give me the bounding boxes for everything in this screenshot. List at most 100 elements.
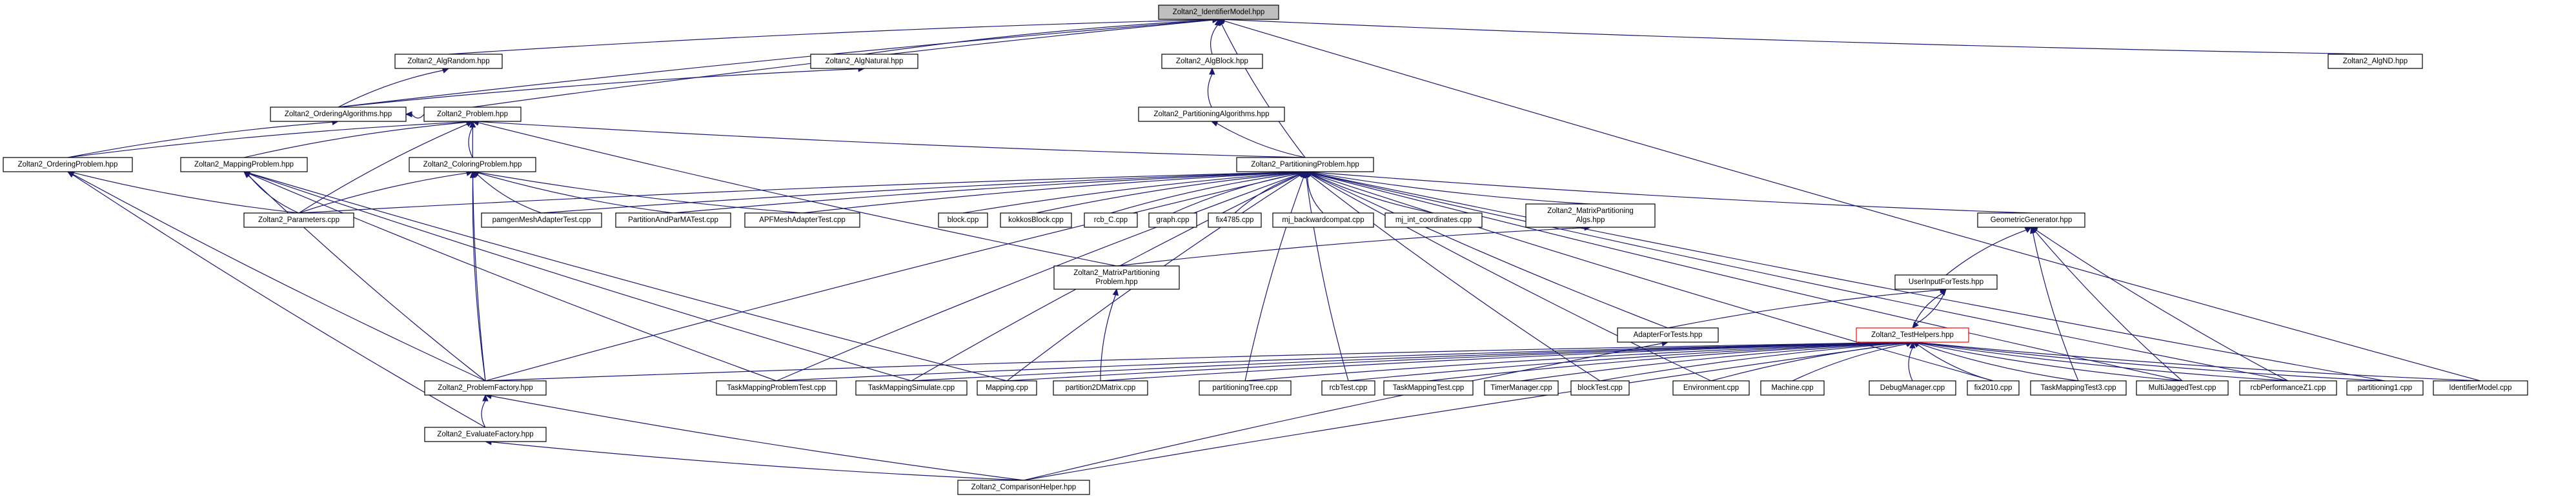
node-testhelpers[interactable]: Zoltan2_TestHelpers.hpp [1856, 327, 1969, 343]
node-taskmapsimulate[interactable]: TaskMappingSimulate.cpp [855, 380, 968, 396]
node-orderingalg[interactable]: Zoltan2_OrderingAlgorithms.hpp [270, 107, 407, 122]
node-partitioningtree[interactable]: partitioningTree.cpp [1199, 380, 1292, 396]
node-fix4785[interactable]: fix4785.cpp [1208, 212, 1262, 228]
node-debugmanager[interactable]: DebugManager.cpp [1869, 380, 1956, 396]
node-userinput[interactable]: UserInputForTests.hpp [1894, 274, 1998, 290]
node-box-blocktest[interactable] [1570, 380, 1630, 396]
node-algblock[interactable]: Zoltan2_AlgBlock.hpp [1161, 54, 1263, 69]
node-box-comparisonhelper[interactable] [957, 480, 1090, 495]
node-taskmaptest3[interactable]: TaskMappingTest3.cpp [2030, 380, 2127, 396]
node-algrandom[interactable]: Zoltan2_AlgRandom.hpp [394, 54, 503, 69]
node-box-taskmapsimulate[interactable] [855, 380, 968, 396]
node-box-evaluatefactory[interactable] [424, 427, 547, 442]
node-kokkosblock[interactable]: kokkosBlock.cpp [1000, 212, 1072, 228]
node-box-environment[interactable] [1672, 380, 1750, 396]
node-box-identifier[interactable] [1158, 5, 1279, 20]
node-box-mappingcpp[interactable] [977, 380, 1037, 396]
node-apfmesh[interactable]: APFMeshAdapterTest.cpp [744, 212, 860, 228]
node-parameters[interactable]: Zoltan2_Parameters.cpp [243, 212, 354, 228]
node-box-problemfactory[interactable] [424, 380, 547, 396]
node-partitioning1[interactable]: partitioning1.cpp [2346, 380, 2424, 396]
node-box-fix4785[interactable] [1208, 212, 1262, 228]
node-box-mjbackward[interactable] [1272, 212, 1374, 228]
node-box-algnd[interactable] [2328, 54, 2423, 69]
node-box-taskmaptest[interactable] [1383, 380, 1474, 396]
node-box-parameters[interactable] [243, 212, 354, 228]
node-machine[interactable]: Machine.cpp [1760, 380, 1825, 396]
node-box-geometricgen[interactable] [1977, 212, 2085, 228]
node-box-userinput[interactable] [1894, 274, 1998, 290]
node-blocktest[interactable]: blockTest.cpp [1570, 380, 1630, 396]
node-box-kokkosblock[interactable] [1000, 212, 1072, 228]
node-box-machine[interactable] [1760, 380, 1825, 396]
node-comparisonhelper[interactable]: Zoltan2_ComparisonHelper.hpp [957, 480, 1090, 495]
node-box-partitioningalg[interactable] [1138, 107, 1285, 122]
node-box-pamgen[interactable] [481, 212, 602, 228]
node-box-algrandom[interactable] [394, 54, 503, 69]
node-mappingproblem[interactable]: Zoltan2_MappingProblem.hpp [180, 157, 308, 172]
node-box-rcbtest[interactable] [1321, 380, 1375, 396]
node-box-taskmaptest3[interactable] [2030, 380, 2127, 396]
node-box-rcbperf[interactable] [2239, 380, 2337, 396]
node-problem[interactable]: Zoltan2_Problem.hpp [423, 107, 522, 122]
node-timermanager[interactable]: TimerManager.cpp [1484, 380, 1559, 396]
node-algnatural[interactable]: Zoltan2_AlgNatural.hpp [810, 54, 918, 69]
node-pamgen[interactable]: pamgenMeshAdapterTest.cpp [481, 212, 602, 228]
node-box-algblock[interactable] [1161, 54, 1263, 69]
node-graphcpp[interactable]: graph.cpp [1148, 212, 1197, 228]
node-partition2d[interactable]: partition2DMatrix.cpp [1053, 380, 1148, 396]
node-partitioningalg[interactable]: Zoltan2_PartitioningAlgorithms.hpp [1138, 107, 1285, 122]
node-orderingproblem[interactable]: Zoltan2_OrderingProblem.hpp [3, 157, 133, 172]
node-box-multijagged[interactable] [2136, 380, 2229, 396]
node-box-adapterfortests[interactable] [1617, 327, 1719, 343]
node-taskmaptest[interactable]: TaskMappingTest.cpp [1383, 380, 1474, 396]
node-box-rcbc[interactable] [1084, 212, 1138, 228]
node-box-apfmesh[interactable] [744, 212, 860, 228]
node-rcbc[interactable]: rcb_C.cpp [1084, 212, 1138, 228]
node-box-mjintcoords[interactable] [1384, 212, 1483, 228]
node-mappingcpp[interactable]: Mapping.cpp [977, 380, 1037, 396]
node-box-partitioning1[interactable] [2346, 380, 2424, 396]
node-box-orderingalg[interactable] [270, 107, 407, 122]
node-box-algnatural[interactable] [810, 54, 918, 69]
node-box-debugmanager[interactable] [1869, 380, 1956, 396]
node-environment[interactable]: Environment.cpp [1672, 380, 1750, 396]
node-blockcpp[interactable]: block.cpp [938, 212, 988, 228]
node-partitionparma[interactable]: PartitionAndParMATest.cpp [615, 212, 731, 228]
node-multijagged[interactable]: MultiJaggedTest.cpp [2136, 380, 2229, 396]
node-identifier[interactable]: Zoltan2_IdentifierModel.hpp [1158, 5, 1279, 20]
node-mjintcoords[interactable]: mj_int_coordinates.cpp [1384, 212, 1483, 228]
node-adapterfortests[interactable]: AdapterForTests.hpp [1617, 327, 1719, 343]
node-box-timermanager[interactable] [1484, 380, 1559, 396]
node-box-partitionparma[interactable] [615, 212, 731, 228]
node-rcbtest[interactable]: rcbTest.cpp [1321, 380, 1375, 396]
node-box-orderingproblem[interactable] [3, 157, 133, 172]
node-taskmapproblemtest[interactable]: TaskMappingProblemTest.cpp [716, 380, 837, 396]
node-box-coloringproblem[interactable] [409, 157, 536, 172]
node-box-partition2d[interactable] [1053, 380, 1148, 396]
node-coloringproblem[interactable]: Zoltan2_ColoringProblem.hpp [409, 157, 536, 172]
node-rcbperf[interactable]: rcbPerformanceZ1.cpp [2239, 380, 2337, 396]
node-mjbackward[interactable]: mj_backwardcompat.cpp [1272, 212, 1374, 228]
node-box-fix2010[interactable] [1967, 380, 2020, 396]
node-box-mappingproblem[interactable] [180, 157, 308, 172]
node-identifiercpp[interactable]: IdentifierModel.cpp [2433, 380, 2528, 396]
node-box-problem[interactable] [423, 107, 522, 122]
node-box-partitioningproblem[interactable] [1236, 157, 1374, 172]
node-box-identifiercpp[interactable] [2433, 380, 2528, 396]
node-box-graphcpp[interactable] [1148, 212, 1197, 228]
node-box-matrixpartalgs[interactable] [1525, 203, 1656, 228]
node-evaluatefactory[interactable]: Zoltan2_EvaluateFactory.hpp [424, 427, 547, 442]
node-geometricgen[interactable]: GeometricGenerator.hpp [1977, 212, 2085, 228]
node-box-partitioningtree[interactable] [1199, 380, 1292, 396]
node-fix2010[interactable]: fix2010.cpp [1967, 380, 2020, 396]
node-algnd[interactable]: Zoltan2_AlgND.hpp [2328, 54, 2423, 69]
node-partitioningproblem[interactable]: Zoltan2_PartitioningProblem.hpp [1236, 157, 1374, 172]
node-box-testhelpers[interactable] [1856, 327, 1969, 343]
node-box-matrixpartproblem[interactable] [1053, 265, 1180, 290]
node-box-blockcpp[interactable] [938, 212, 988, 228]
node-box-taskmapproblemtest[interactable] [716, 380, 837, 396]
node-problemfactory[interactable]: Zoltan2_ProblemFactory.hpp [424, 380, 547, 396]
